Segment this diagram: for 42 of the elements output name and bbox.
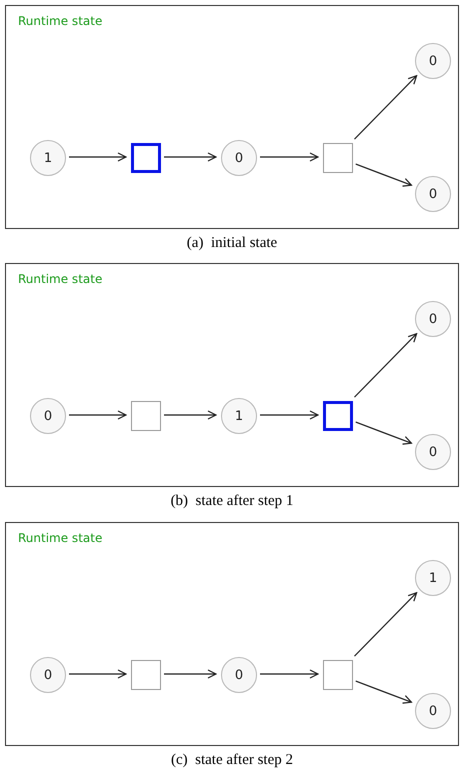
process-square [131, 660, 161, 690]
arrow [164, 669, 217, 679]
state-panel [5, 5, 459, 229]
arrow [260, 410, 319, 420]
active-process-square [131, 143, 161, 173]
figure-caption: (b) state after step 1 [170, 493, 294, 510]
process-square [131, 401, 161, 431]
arrow [354, 75, 418, 140]
process-square [323, 660, 353, 690]
arrow [356, 680, 412, 704]
counter-circle: 0 [415, 176, 451, 212]
state-panel [5, 263, 459, 487]
counter-circle: 0 [415, 434, 451, 470]
figure-caption: (a) initial state [186, 235, 278, 252]
arrow [356, 422, 412, 445]
arrow [354, 592, 418, 657]
panel-heading: Runtime state [18, 14, 102, 28]
panel-heading: Runtime state [18, 531, 102, 545]
arrow [69, 152, 127, 162]
state-panel [5, 522, 459, 746]
counter-circle: 0 [30, 398, 66, 434]
active-process-square [323, 401, 353, 431]
counter-circle: 0 [415, 693, 451, 729]
counter-circle: 0 [221, 657, 257, 693]
arrow [69, 410, 127, 420]
counter-circle: 0 [415, 301, 451, 337]
counter-circle: 0 [221, 140, 257, 176]
arrow [69, 669, 127, 679]
counter-circle: 1 [415, 560, 451, 596]
counter-circle: 1 [221, 398, 257, 434]
figure-caption: (c) state after step 2 [170, 752, 294, 769]
counter-circle: 0 [415, 43, 451, 79]
arrow [164, 410, 217, 420]
arrow [260, 669, 319, 679]
panel-heading: Runtime state [18, 272, 102, 286]
arrow [164, 152, 217, 162]
arrow [260, 152, 319, 162]
counter-circle: 0 [30, 657, 66, 693]
counter-circle: 1 [30, 140, 66, 176]
arrow [356, 164, 412, 187]
process-square [323, 143, 353, 173]
arrow [354, 333, 418, 398]
